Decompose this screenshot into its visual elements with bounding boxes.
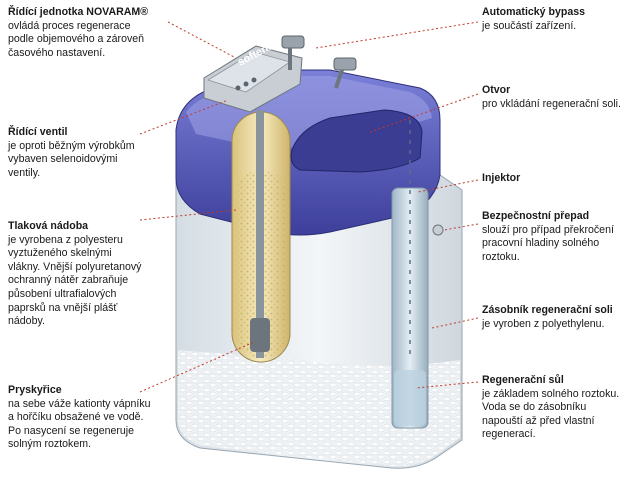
bypass-pipe <box>334 69 344 89</box>
distributor <box>250 318 270 352</box>
bypass-valve <box>333 57 357 71</box>
leader-injector <box>417 179 479 193</box>
label-control-valve: Řídící ventil je oproti běžným výrobkům … <box>8 126 148 180</box>
label-injector: Injektor <box>482 172 632 186</box>
leader-auto-bypass <box>315 21 479 49</box>
leader-opening <box>369 93 479 133</box>
label-title: Pryskyřice <box>8 384 62 396</box>
label-text: slouží pro případ překročení pracovní hl… <box>482 223 614 263</box>
label-title: Injektor <box>482 172 521 184</box>
label-auto-bypass: Automatický bypass je součástí zařízení. <box>482 6 634 33</box>
label-control-unit: Řídící jednotka NOVARAM® ovládá proces r… <box>8 6 178 60</box>
label-text: je základem solného roztoku. Voda se do … <box>482 387 620 441</box>
label-title: Regenerační sůl <box>482 374 564 386</box>
label-text: ovládá proces regenerace podle objemovéh… <box>8 19 145 59</box>
label-text: pro vkládání regenerační soli. <box>482 97 621 110</box>
label-text: je oproti běžným výrobkům vybaven seleno… <box>8 139 135 179</box>
label-regen-salt: Regenerační sůl je základem solného rozt… <box>482 374 638 442</box>
overflow-fitting <box>432 224 444 236</box>
leader-safety-overflow <box>443 223 479 231</box>
label-title: Automatický bypass <box>482 6 586 18</box>
label-opening: Otvor pro vkládání regenerační soli. <box>482 84 638 111</box>
brine-well <box>391 187 429 429</box>
label-resin: Pryskyřice na sebe váže kationty vápníku… <box>8 384 168 452</box>
label-salt-reservoir: Zásobník regenerační soli je vyroben z p… <box>482 304 638 331</box>
control-button <box>235 85 241 91</box>
leader-resin <box>139 341 255 393</box>
salt-opening <box>290 109 423 173</box>
label-title: Řídící jednotka NOVARAM® <box>8 6 149 18</box>
riser-pipe <box>256 110 264 358</box>
salt-bed <box>178 350 460 467</box>
label-text: je součástí zařízení. <box>482 19 577 32</box>
label-text: na sebe váže kationty vápníku a hořčíku … <box>8 397 151 451</box>
leader-lines <box>139 21 479 393</box>
label-title: Bezpečnostní přepad <box>482 210 590 222</box>
leader-regen-salt <box>415 381 479 389</box>
leader-salt-reservoir <box>431 317 479 329</box>
label-pressure-vessel: Tlaková nádoba je vyrobena z polyesteru … <box>8 220 158 329</box>
label-title: Řídící ventil <box>8 126 68 138</box>
label-text: je vyroben z polyethylenu. <box>482 317 605 330</box>
label-title: Otvor <box>482 84 511 96</box>
label-text: je vyrobena z polyesteru vyztuženého ske… <box>8 233 142 328</box>
brine-solution <box>394 370 426 426</box>
leader-control-unit <box>167 21 237 59</box>
control-button <box>251 77 257 83</box>
control-button <box>243 81 249 87</box>
bypass-valve <box>281 35 305 49</box>
label-title: Zásobník regenerační soli <box>482 304 613 316</box>
label-title: Tlaková nádoba <box>8 220 89 232</box>
label-safety-overflow: Bezpečnostní přepad slouží pro případ př… <box>482 210 638 264</box>
